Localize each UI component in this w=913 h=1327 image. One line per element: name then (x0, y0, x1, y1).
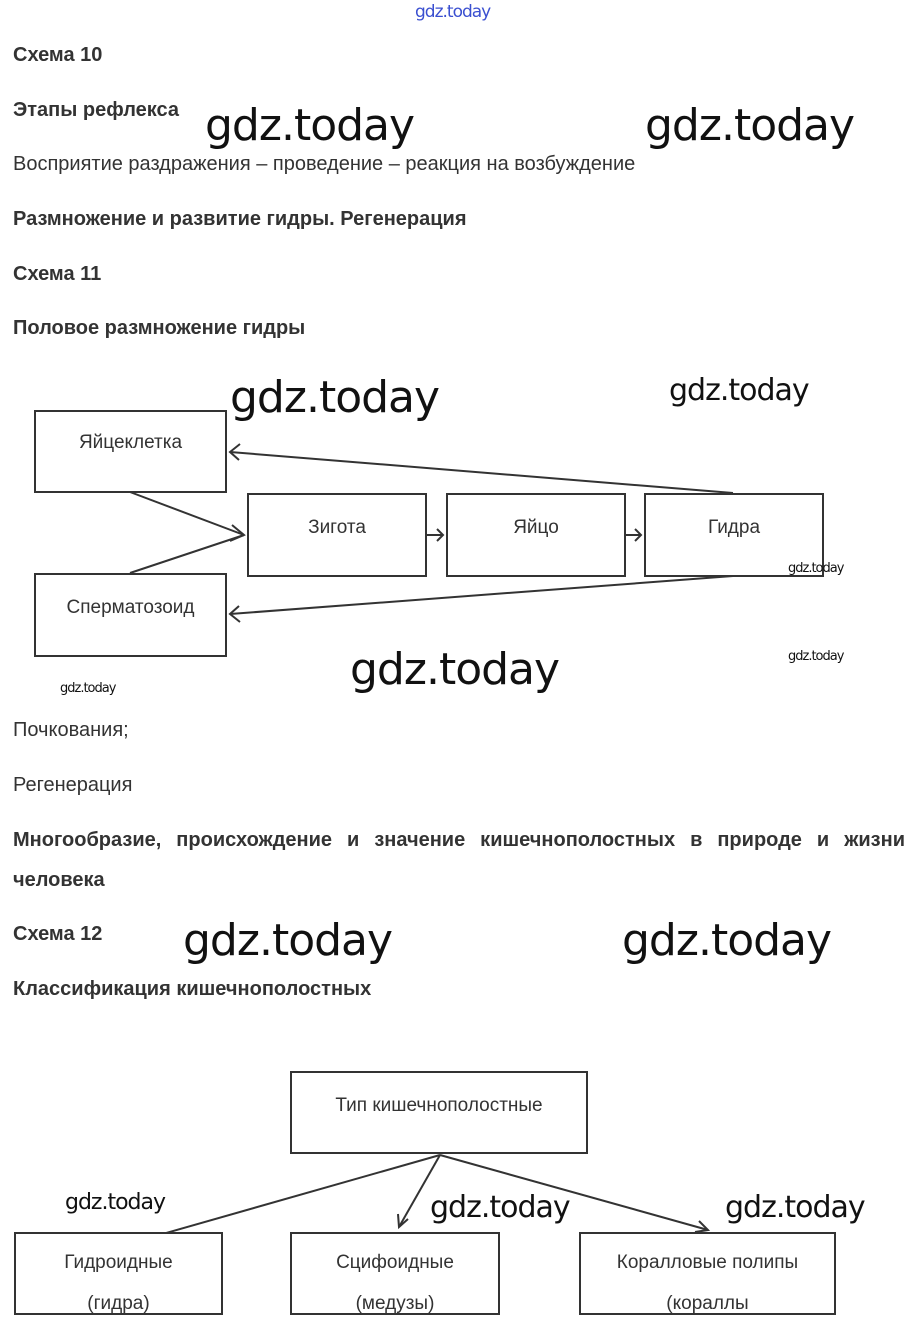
reflex-text: Восприятие раздражения – проведение – ре… (13, 153, 636, 175)
watermark: gdz.today (788, 649, 844, 664)
sexual-reproduction-heading: Половое размножение гидры (13, 317, 306, 339)
egg-box: Яйцо (446, 493, 626, 577)
egg-label: Яйцо (513, 517, 559, 538)
regeneration-text: Регенерация (13, 774, 133, 796)
hydra-box: Гидра (644, 493, 824, 577)
watermark: gdz.today (645, 100, 855, 151)
watermark: gdz.today (350, 644, 560, 695)
watermark: gdz.today (183, 915, 393, 966)
scheme-10-label: Схема 10 (13, 44, 103, 66)
class-example: (кораллы (666, 1293, 749, 1314)
scheme-11-label: Схема 11 (13, 263, 102, 285)
watermark: gdz.today (230, 372, 440, 423)
class-box: Сцифоидные (медузы) (290, 1232, 500, 1315)
hydra-label: Гидра (707, 517, 761, 538)
reflex-heading: Этапы рефлекса (13, 99, 180, 121)
sperm-box: Сперматозоид (34, 573, 227, 657)
scheme-12-label: Схема 12 (13, 923, 103, 945)
class-example: (гидра) (87, 1293, 150, 1314)
class-example: (медузы) (355, 1293, 435, 1314)
root-type-box: Тип кишечнополостные (290, 1071, 588, 1154)
class-box: Коралловые полипы (кораллы (579, 1232, 836, 1315)
root-type-label: Тип кишечнополостные (335, 1095, 543, 1116)
egg-cell-label: Яйцеклетка (78, 432, 183, 453)
classification-heading: Классификация кишечнополостных (13, 978, 372, 1000)
class-name: Коралловые полипы (616, 1252, 799, 1273)
watermark: gdz.today (669, 373, 810, 408)
watermark: gdz.today (415, 2, 491, 22)
watermark: gdz.today (430, 1190, 571, 1225)
watermark: gdz.today (65, 1190, 166, 1215)
watermark: gdz.today (60, 681, 116, 696)
budding-text: Почкования; (13, 719, 129, 741)
egg-cell-box: Яйцеклетка (34, 410, 227, 493)
class-box: Гидроидные (гидра) (14, 1232, 223, 1315)
zygote-box: Зигота (247, 493, 427, 577)
sperm-label: Сперматозоид (66, 597, 195, 618)
hydra-heading: Размножение и развитие гидры. Регенераци… (13, 208, 467, 230)
watermark: gdz.today (622, 915, 832, 966)
watermark: gdz.today (788, 561, 844, 576)
class-name: Сцифоидные (336, 1252, 454, 1273)
zygote-label: Зигота (308, 517, 366, 538)
class-name: Гидроидные (64, 1252, 173, 1273)
watermark: gdz.today (205, 100, 415, 151)
watermark: gdz.today (725, 1190, 866, 1225)
diversity-heading: Многообразие, происхождение и значение к… (13, 829, 905, 891)
